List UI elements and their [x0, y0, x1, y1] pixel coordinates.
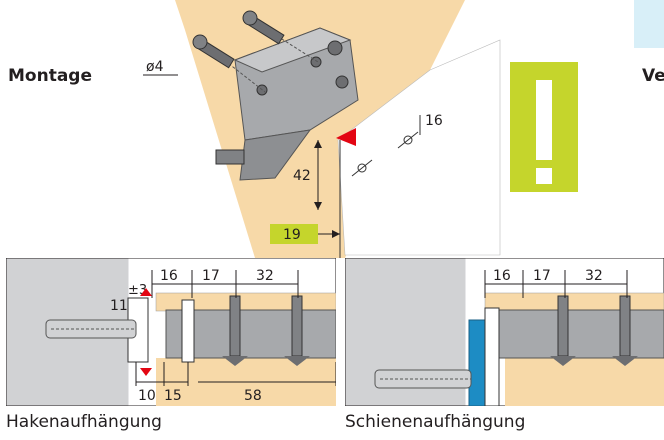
wood-top-board [484, 292, 664, 312]
dim-11: 11 [110, 298, 128, 314]
drill-hole-markers [351, 115, 421, 177]
dim-15: 15 [164, 388, 182, 404]
exclamation-icon [536, 80, 552, 160]
montage-heading: Montage [8, 66, 92, 86]
mounting-rail [468, 319, 486, 406]
dim-32: 32 [256, 268, 274, 284]
right-heading-fragment: Ve [642, 66, 664, 86]
dim-10: 10 [138, 388, 156, 404]
wall-dowel [45, 319, 137, 339]
dim-58: 58 [244, 388, 262, 404]
dim-19-label: 19 [283, 227, 301, 243]
rail-mounting-caption: Schienenaufhängung [345, 412, 526, 432]
screw-icon [242, 10, 319, 63]
red-down-arrow-icon [140, 368, 152, 376]
screw-icon [192, 34, 266, 93]
screw-icon [550, 295, 576, 366]
dim-42-label: 42 [293, 168, 311, 184]
hook-mounting-caption: Hakenaufhängung [6, 412, 162, 432]
bracket-body [494, 309, 664, 359]
hook-mounting-panel: 16 17 32 11 ±3 10 15 58 [6, 258, 336, 406]
dim-16-top: 16 [425, 113, 443, 129]
dim-16: 16 [160, 268, 178, 284]
rail-hook [484, 307, 500, 406]
wall-dowel [374, 369, 472, 389]
dim-17: 17 [202, 268, 220, 284]
cabinet-side-panel [337, 39, 501, 256]
dim-16: 16 [493, 268, 511, 284]
dim-17: 17 [533, 268, 551, 284]
dim-19-box [270, 224, 318, 244]
screw-icon [222, 295, 248, 366]
red-up-arrow-icon [140, 288, 152, 296]
dim-32: 32 [585, 268, 603, 284]
red-marker-icon [336, 128, 356, 146]
wood-bottom-board [505, 358, 664, 406]
info-box-fragment [634, 0, 664, 48]
screw-icon [612, 295, 638, 366]
hook-part [181, 299, 195, 363]
rail-mounting-panel: 16 17 32 [345, 258, 664, 406]
bracket-housing [215, 27, 359, 181]
hole-diameter-label: ø4 [146, 59, 164, 75]
screw-icon [284, 295, 310, 366]
